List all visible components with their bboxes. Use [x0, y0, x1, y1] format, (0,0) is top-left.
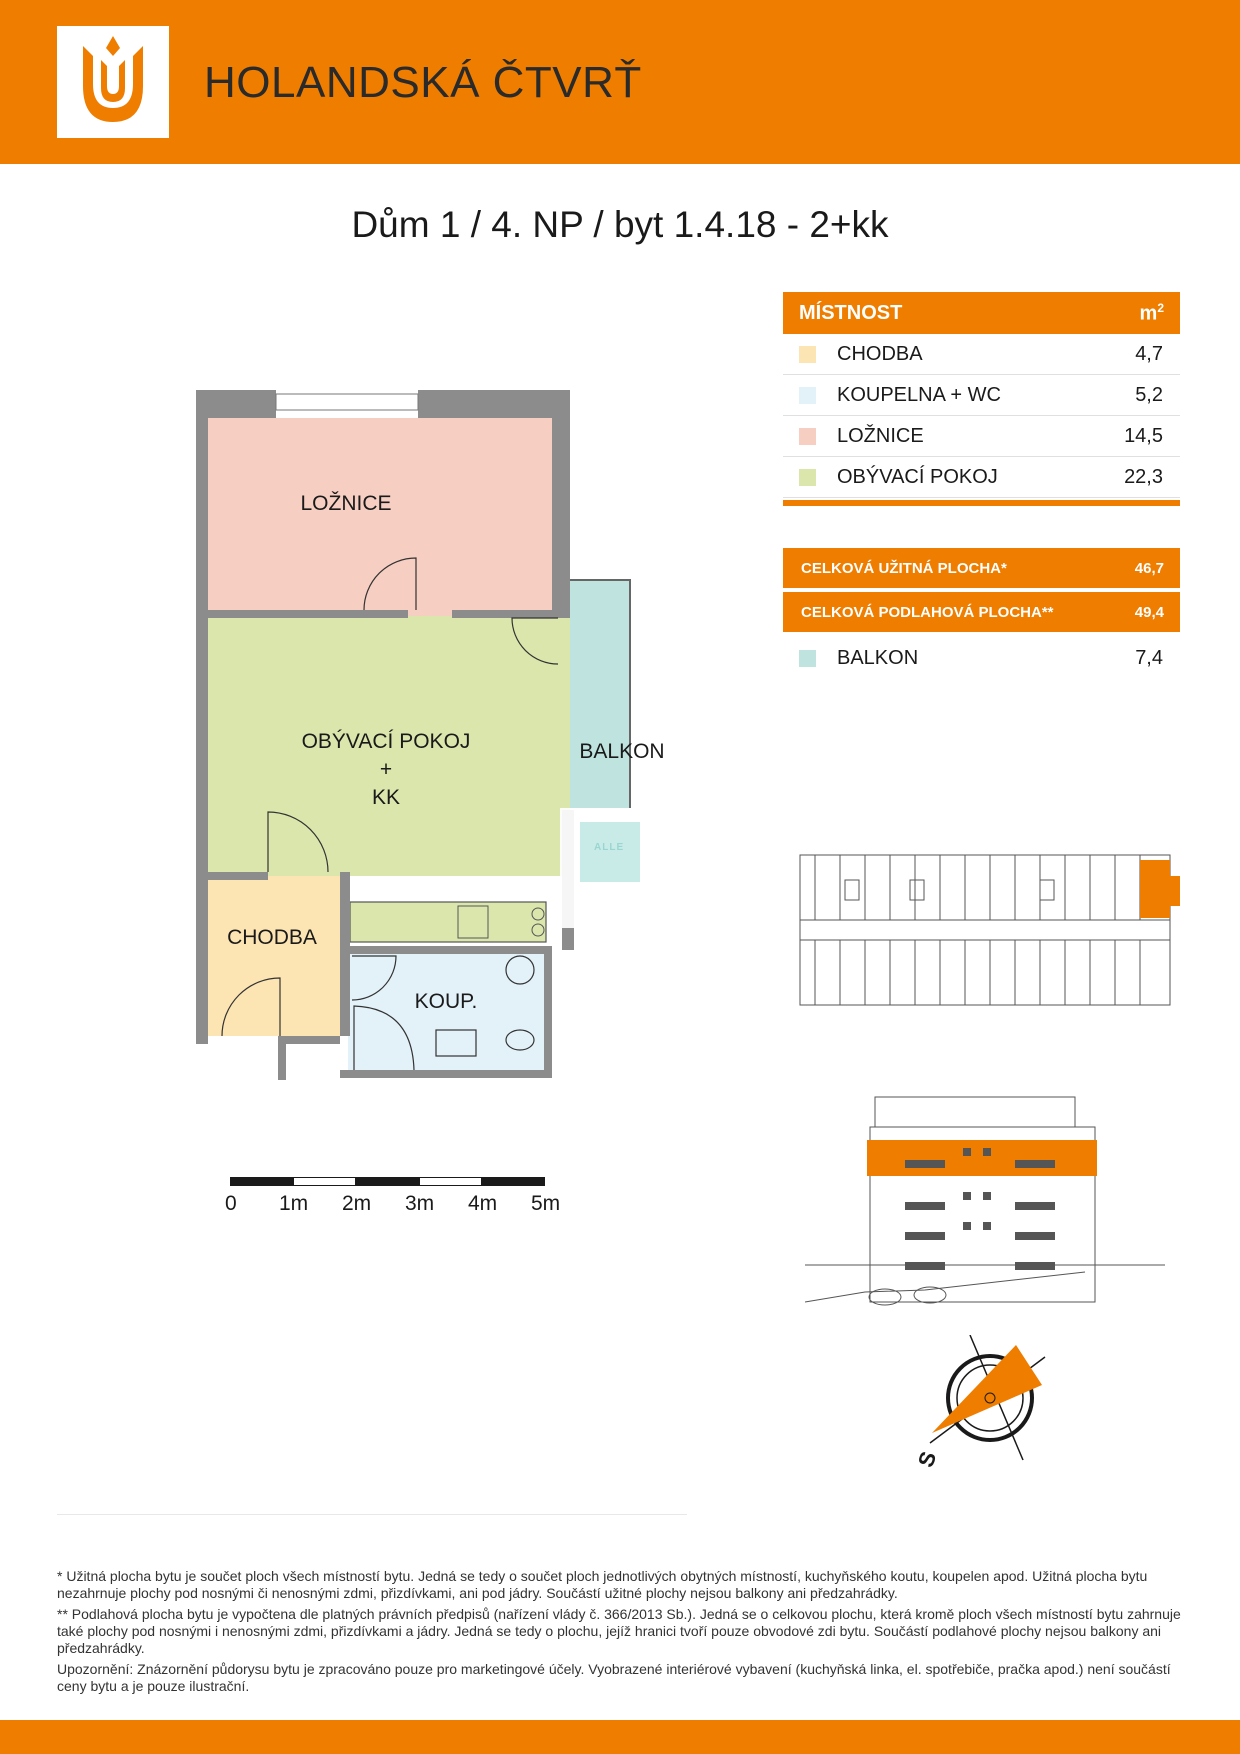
key-plan-highlight: [1140, 860, 1170, 918]
usable-area-bar: CELKOVÁ UŽITNÁ PLOCHA* 46,7: [783, 548, 1180, 588]
washing-machine: [505, 955, 535, 985]
balcony-row: BALKON 7,4: [783, 636, 1180, 680]
bedroom-area: [208, 418, 552, 616]
scale-segment: [293, 1177, 356, 1186]
hall-area: [208, 876, 340, 1036]
usable-area-label: CELKOVÁ UŽITNÁ PLOCHA*: [801, 559, 1007, 577]
scale-label: 2m: [342, 1192, 372, 1215]
room-name: LOŽNICE: [837, 424, 924, 447]
footer-bar: [0, 1720, 1240, 1754]
scale-segment: [482, 1177, 545, 1186]
door-bath: [351, 955, 397, 1001]
door-living: [267, 811, 329, 873]
floor-plan: LOŽNICE OBÝVACÍ POKOJ + KK BALKON CHODBA…: [196, 390, 665, 1080]
room-name: KOUPELNA + WC: [837, 383, 1001, 406]
watermark: ALLE: [560, 808, 690, 928]
room-area: 14,5: [1124, 424, 1163, 447]
floor-area-label: CELKOVÁ PODLAHOVÁ PLOCHA**: [801, 603, 1054, 621]
footnote-usable: * Užitná plocha bytu je součet ploch vše…: [57, 1568, 1148, 1601]
col-unit-sup: 2: [1157, 300, 1164, 315]
room-swatch: [799, 468, 816, 486]
bath-label: KOUP.: [415, 990, 478, 1013]
tree: [868, 1288, 902, 1306]
door-bedroom: [363, 557, 417, 611]
key-plan-balcony: [1170, 876, 1180, 906]
rooms-table: MÍSTNOST m2 CHODBA 4,7 KOUPELNA + WC 5,2…: [783, 292, 1180, 506]
footnotes: * Užitná plocha bytu je součet ploch vše…: [57, 1568, 1182, 1699]
table-divider: [783, 500, 1180, 506]
scale-label: 5m: [531, 1192, 561, 1215]
room-name: OBÝVACÍ POKOJ: [837, 465, 998, 488]
balcony-value: 7,4: [1135, 646, 1163, 669]
page-title-text: Dům 1 / 4. NP / byt 1.4.18 - 2+kk: [351, 204, 889, 245]
room-swatch: [799, 345, 816, 363]
room-area: 22,3: [1124, 465, 1163, 488]
tulip-logo-icon: [83, 36, 143, 122]
scale-bar: 0 1m 2m 3m 4m 5m: [225, 1170, 560, 1230]
watermark-text: ALLE: [594, 842, 625, 853]
living-label-line1: OBÝVACÍ POKOJ: [302, 730, 471, 753]
scale-label: 3m: [405, 1192, 435, 1215]
balcony-swatch: [799, 649, 816, 667]
scale-label: 0: [225, 1192, 237, 1215]
hob-ring: [531, 907, 545, 921]
header-bar: HOLANDSKÁ ČTVRŤ: [0, 0, 1240, 164]
walls: [196, 390, 574, 1080]
col-unit-text: m: [1139, 302, 1158, 325]
building-elevation: [805, 1096, 1165, 1306]
footnote-disclaimer: Upozornění: Znázornění půdorysu bytu je …: [57, 1661, 1171, 1694]
watermark-mark: [580, 822, 640, 882]
bath-area: [348, 952, 544, 1074]
toilet: [505, 1029, 535, 1051]
compass-south-label: S: [913, 1448, 942, 1470]
compass-arrow: [932, 1345, 1042, 1433]
table-row: OBÝVACÍ POKOJ 22,3: [783, 457, 1180, 498]
table-row: CHODBA 4,7: [783, 334, 1180, 375]
col-room-label: MÍSTNOST: [799, 301, 903, 324]
scale-segment: [356, 1177, 419, 1186]
table-row: LOŽNICE 14,5: [783, 416, 1180, 457]
room-name: CHODBA: [837, 342, 923, 365]
table-row: KOUPELNA + WC 5,2: [783, 375, 1180, 416]
divider-line: [57, 1514, 687, 1515]
scale-label: 4m: [468, 1192, 498, 1215]
balcony-label: BALKON: [579, 740, 664, 763]
room-swatch: [799, 427, 816, 445]
footnote-floor: ** Podlahová plocha bytu je vypočtena dl…: [57, 1606, 1181, 1656]
compass-icon: S: [913, 1335, 1046, 1470]
living-label-line2: +: [380, 758, 392, 781]
door-entry: [221, 977, 281, 1037]
floor-area-value: 49,4: [1134, 603, 1164, 621]
tree: [913, 1286, 947, 1304]
scale-segment: [230, 1177, 293, 1186]
room-area: 5,2: [1135, 383, 1163, 406]
balcony-label: BALKON: [837, 646, 919, 669]
room-area: 4,7: [1135, 342, 1163, 365]
bedroom-label: LOŽNICE: [300, 492, 391, 515]
sink: [457, 905, 489, 939]
balcony-railing: [570, 579, 631, 808]
hob-ring: [531, 923, 545, 937]
logo: [57, 26, 169, 138]
balcony-area: [570, 580, 630, 808]
hall-label: CHODBA: [227, 926, 317, 949]
brand-name: HOLANDSKÁ ČTVRŤ: [204, 58, 642, 107]
scale-label: 1m: [279, 1192, 309, 1215]
totals-block: CELKOVÁ UŽITNÁ PLOCHA* 46,7 CELKOVÁ PODL…: [783, 548, 1180, 680]
washbasin: [435, 1029, 477, 1057]
floor-area-bar: CELKOVÁ PODLAHOVÁ PLOCHA** 49,4: [783, 592, 1180, 632]
elevation-highlight: [867, 1140, 1097, 1176]
shower: [353, 1005, 415, 1071]
usable-area-value: 46,7: [1134, 559, 1164, 577]
col-unit-label: m2: [1140, 301, 1164, 326]
scale-segment: [419, 1177, 482, 1186]
rooms-table-header: MÍSTNOST m2: [783, 292, 1180, 334]
room-swatch: [799, 386, 816, 404]
kitchen-counter: [349, 901, 547, 943]
door-balcony: [511, 617, 559, 665]
living-label-line3: KK: [372, 786, 400, 809]
window: [275, 393, 419, 411]
key-plan: [799, 854, 1180, 1006]
page-title: Dům 1 / 4. NP / byt 1.4.18 - 2+kk: [0, 204, 1240, 246]
